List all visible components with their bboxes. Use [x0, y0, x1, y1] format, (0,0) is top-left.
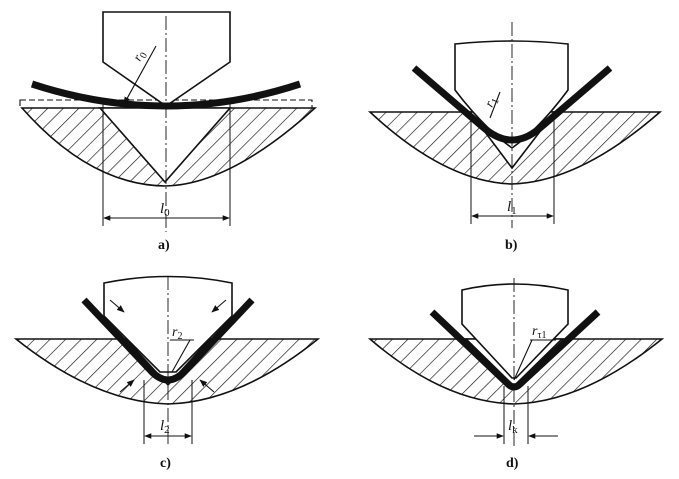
radius-leader-b: [489, 91, 501, 119]
caption-c: c): [160, 456, 171, 471]
radius-label-c: r2: [172, 325, 182, 342]
force-arrow-right-c: [211, 299, 227, 313]
force-arrow-lower-left-c: [119, 379, 135, 393]
panel-a: r0 l0 a): [19, 11, 318, 253]
caption-a: a): [158, 238, 170, 253]
width-label-c: l2: [160, 418, 170, 436]
radius-leader-d: [513, 339, 533, 381]
caption-d: d): [506, 456, 519, 471]
force-arrow-left-c: [109, 299, 125, 313]
panel-d: rτ1 lk d): [367, 278, 665, 471]
punch-d: [461, 283, 569, 379]
workpiece-d: [429, 309, 601, 391]
width-label-b: l1: [507, 199, 517, 217]
radius-leader-a: [123, 45, 157, 105]
workpiece-c: [81, 297, 255, 384]
punch-b: [454, 40, 569, 149]
radius-leader-c: [171, 339, 191, 373]
panel-c: r2 l2 c): [13, 275, 321, 471]
caption-b: b): [505, 238, 518, 253]
width-label-d: lk: [508, 418, 518, 436]
force-arrow-lower-right-c: [199, 379, 215, 393]
radius-label-d: rτ1: [532, 324, 546, 341]
panel-b: r1 l1 b): [367, 22, 663, 253]
width-label-a: l0: [160, 201, 170, 219]
radius-label-b: r1: [481, 94, 502, 111]
punch-a: [102, 11, 231, 107]
